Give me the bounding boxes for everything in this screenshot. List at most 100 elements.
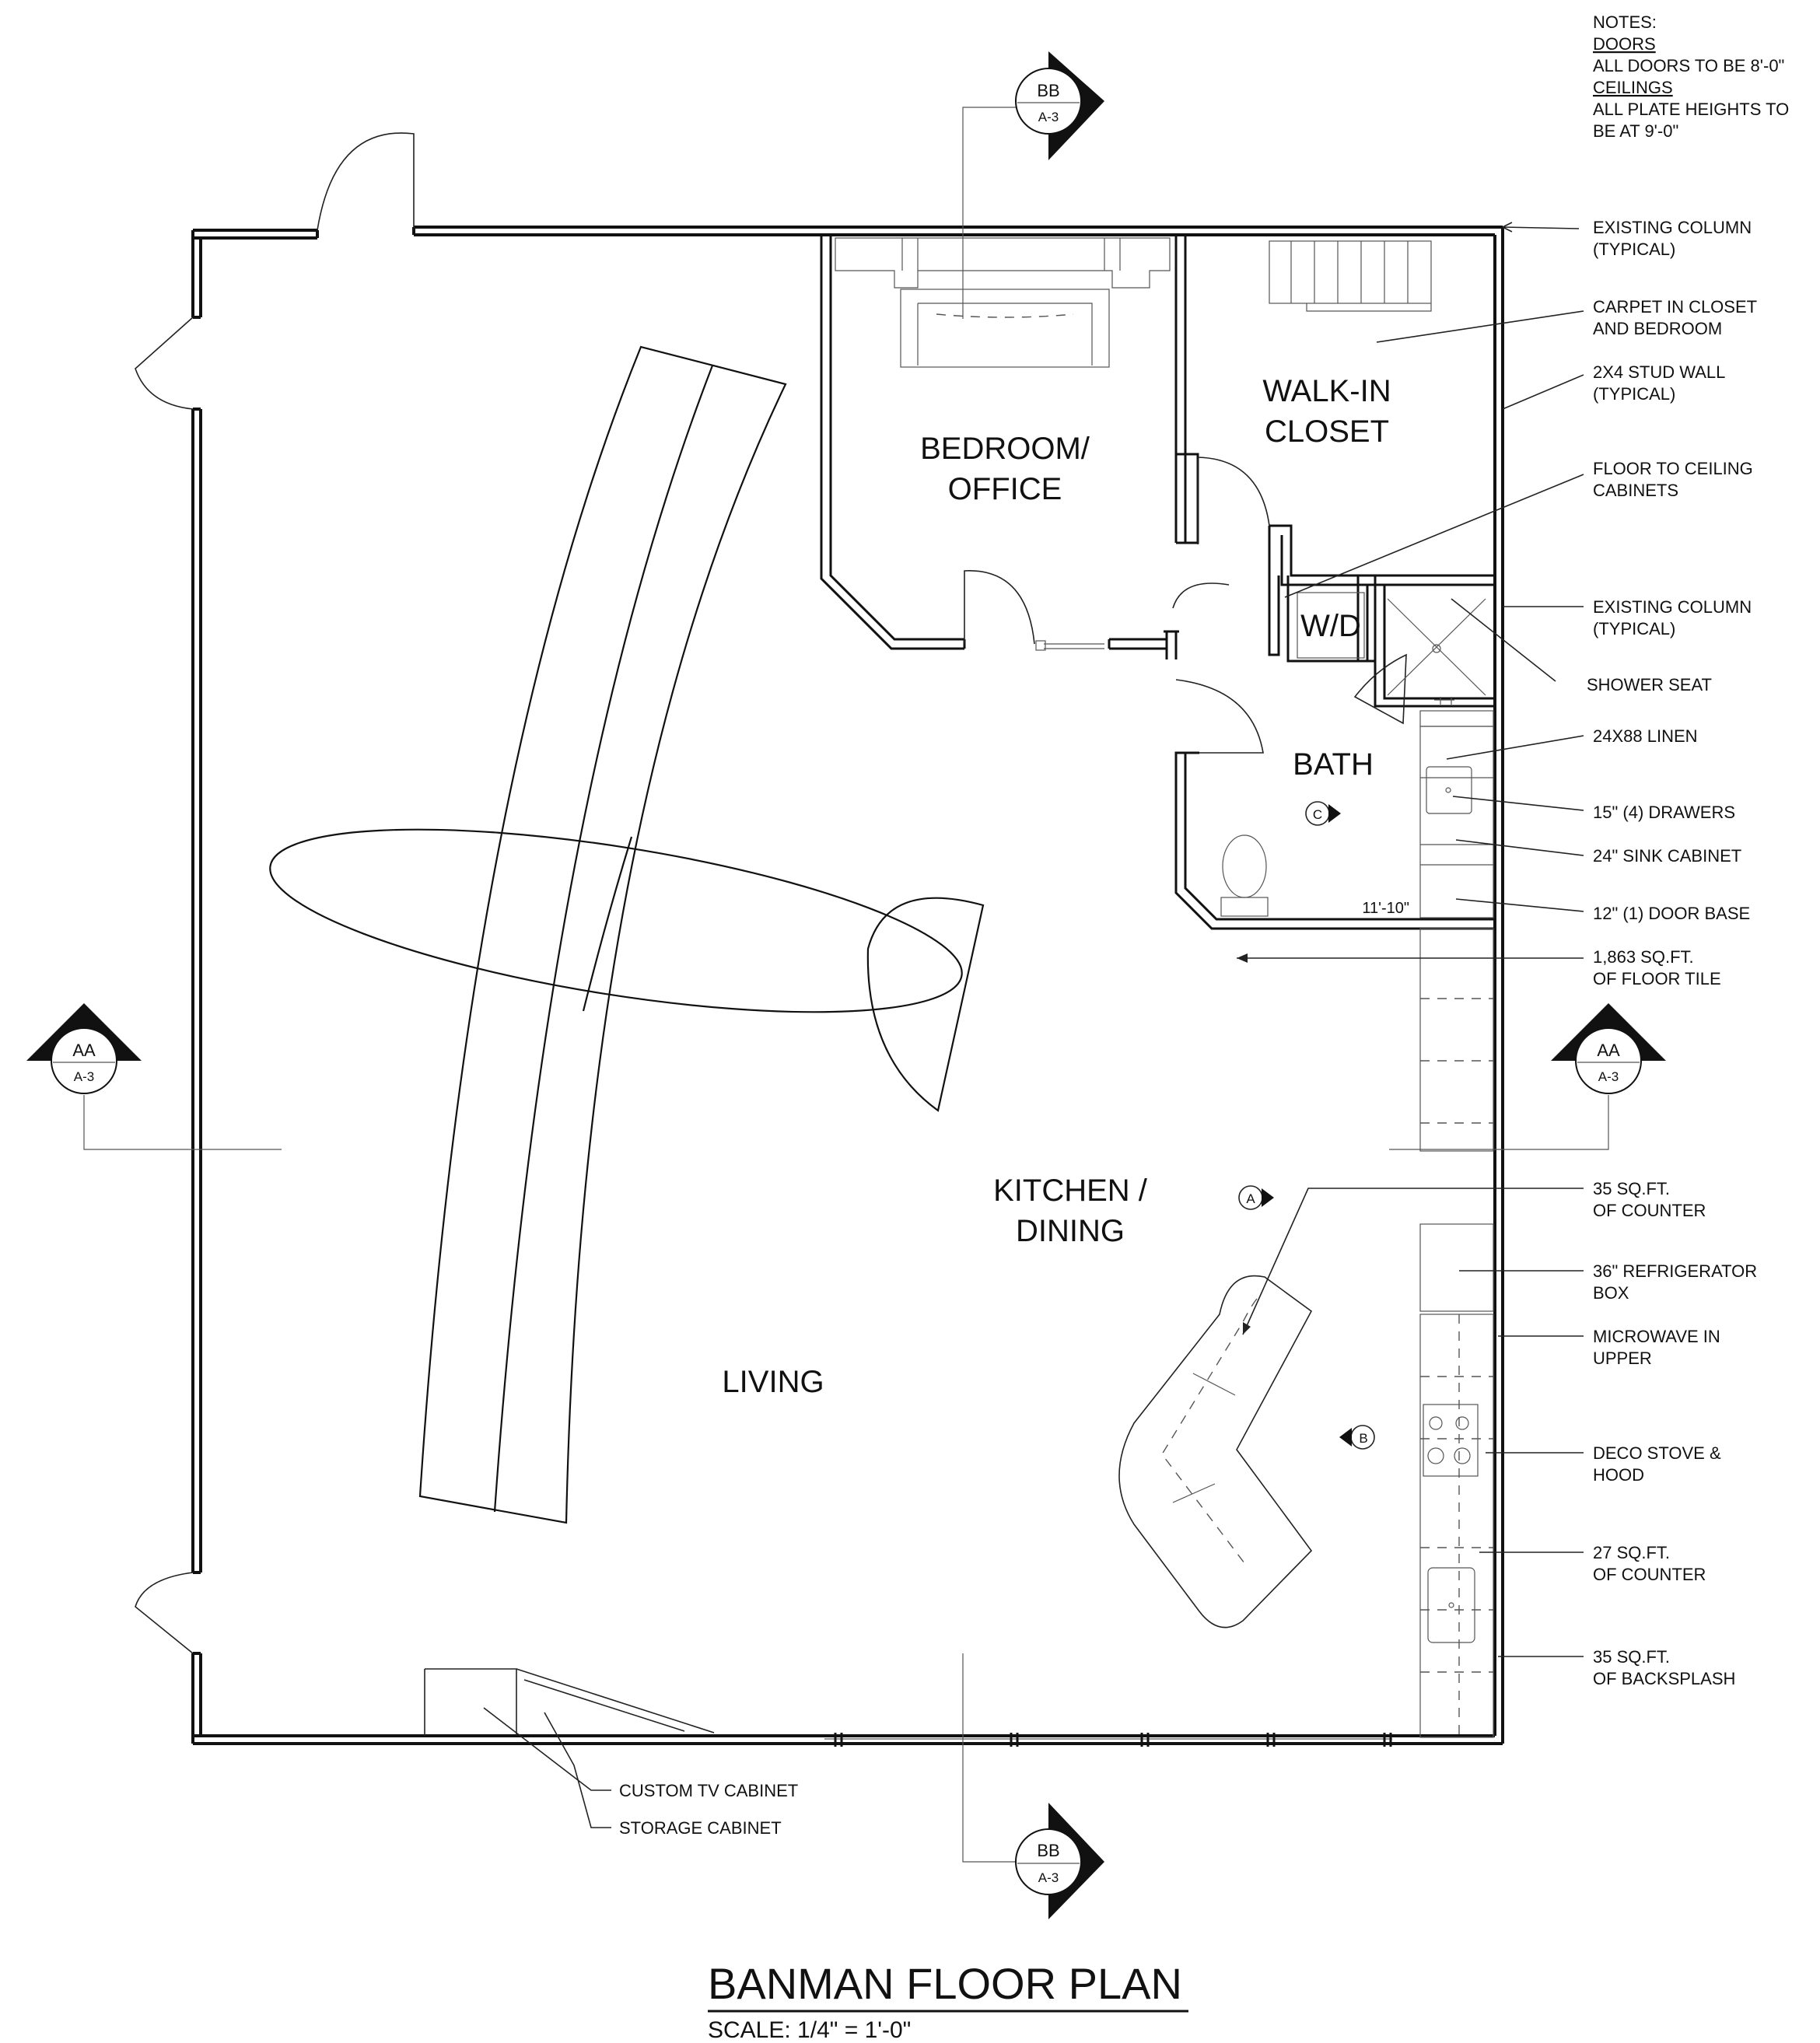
callout-leaders [1237,222,1584,1657]
airplane-fuselage [269,828,963,1013]
callout-floor-tile-line1: 1,863 SQ.FT. [1593,947,1694,967]
callout-counter-1-line1: 35 SQ.FT. [1593,1179,1670,1198]
callout-refrigerator-line2: BOX [1593,1283,1629,1303]
callout-counter-2-line2: OF COUNTER [1593,1565,1706,1584]
svg-text:A-3: A-3 [1038,110,1059,124]
kitchen-sink [1427,1567,1475,1643]
svg-text:BB: BB [1037,81,1059,100]
sink [1426,766,1472,814]
bath-fixtures: 11'-10" [1220,710,1494,918]
title-block: BANMAN FLOOR PLAN SCALE: 1/4" = 1'-0" [708,1959,1188,2043]
refrigerator-box [1419,1223,1494,1312]
bed [900,289,1110,368]
living-cabinets: CUSTOM TV CABINET STORAGE CABINET [424,1668,798,1838]
room-labels: BEDROOM/ OFFICE WALK-IN CLOSET BATH KITC… [722,374,1391,1399]
closet-label-line2: CLOSET [1265,415,1389,449]
elevation-marker-a: A [1238,1185,1274,1210]
svg-text:A-3: A-3 [1598,1069,1619,1084]
callout-floor-tile-line2: OF FLOOR TILE [1593,969,1721,988]
callout-backsplash-line1: 35 SQ.FT. [1593,1647,1670,1667]
stove [1423,1404,1479,1477]
notes-heading: NOTES: [1593,12,1657,32]
callout-existing-column-1-line1: EXISTING COLUMN [1593,218,1752,237]
callout-cabinets-line2: CABINETS [1593,481,1678,500]
section-tag-bb-bottom: BB A-3 [962,1653,1104,1919]
svg-text:A: A [1246,1191,1255,1206]
left-lower-door [135,1572,194,1654]
callout-counter-2-line1: 27 SQ.FT. [1593,1543,1670,1562]
callout-labels: EXISTING COLUMN (TYPICAL) CARPET IN CLOS… [1587,218,1757,1688]
wd-label: W/D [1300,609,1361,643]
shower [1387,598,1486,705]
callout-carpet-line1: CARPET IN CLOSET [1593,297,1757,317]
interior-doors [964,457,1407,754]
bedroom-furniture [835,237,1171,368]
elevation-marker-c: C [1305,801,1341,826]
svg-text:C: C [1313,807,1322,822]
notes-doors-text: ALL DOORS TO BE 8'-0" [1593,56,1784,75]
drawing-title: BANMAN FLOOR PLAN [708,1959,1182,2008]
living-label: LIVING [722,1365,824,1399]
svg-text:AA: AA [72,1041,96,1060]
callout-sink-cabinet: 24" SINK CABINET [1593,846,1741,866]
airplane-tail [866,897,985,1112]
notes-ceilings-heading: CEILINGS [1593,78,1673,97]
svg-text:A-3: A-3 [1038,1870,1059,1885]
notes-doors-heading: DOORS [1593,34,1656,54]
bedroom-label-line2: OFFICE [948,472,1062,506]
airplane-wing [418,345,787,1524]
callout-linen: 24X88 LINEN [1593,726,1698,746]
kitchen-counter-run [1419,928,1494,1738]
kitchen-label-line1: KITCHEN / [993,1174,1148,1208]
headboard-cabinets [835,237,1171,289]
callout-shower-seat: SHOWER SEAT [1587,675,1712,694]
tv-cabinet [424,1668,517,1736]
bath-door [1175,679,1264,754]
callout-backsplash-line2: OF BACKSPLASH [1593,1669,1735,1688]
drawing-scale: SCALE: 1/4" = 1'-0" [708,2017,911,2043]
elevation-marker-b: B [1339,1425,1375,1450]
closet-door [1197,457,1270,526]
callout-existing-column-2-line2: (TYPICAL) [1593,619,1675,638]
interior-walls [820,235,1495,930]
callout-door-base: 12" (1) DOOR BASE [1593,904,1750,923]
washer-dryer [1297,592,1365,659]
callout-stove-line1: DECO STOVE & [1593,1443,1721,1463]
callout-existing-column-2-line1: EXISTING COLUMN [1593,597,1752,617]
callout-carpet-line2: AND BEDROOM [1593,319,1722,338]
section-tag-aa-right: AA A-3 [1389,1003,1666,1150]
storage-cabinet [516,1668,715,1733]
exterior-doors [135,132,415,1654]
callout-counter-1-line2: OF COUNTER [1593,1201,1706,1220]
tv-cabinet-label: CUSTOM TV CABINET [619,1781,798,1800]
section-tag-bb-top: BB A-3 [962,51,1104,319]
laundry-door [1172,582,1230,609]
shower-door [1353,653,1407,725]
bedroom-label-line1: BEDROOM/ [920,432,1090,466]
closet-label-line1: WALK-IN [1262,374,1391,408]
svg-text:AA: AA [1597,1041,1620,1060]
left-upper-door [135,317,194,410]
callout-existing-column-1-line2: (TYPICAL) [1593,240,1675,259]
bath-label: BATH [1293,747,1374,782]
top-entry-door [317,132,415,231]
callout-stove-line2: HOOD [1593,1465,1644,1485]
section-tag-aa-left: AA A-3 [26,1003,282,1150]
toilet [1222,834,1267,898]
callout-microwave-line2: UPPER [1593,1349,1652,1368]
svg-text:B: B [1359,1431,1367,1446]
notes-ceilings-line2: BE AT 9'-0" [1593,121,1678,141]
airplane-display [269,345,985,1524]
callout-stud-wall-line2: (TYPICAL) [1593,384,1675,404]
callout-drawers: 15" (4) DRAWERS [1593,803,1735,822]
callout-cabinets-line1: FLOOR TO CEILING [1593,459,1753,478]
kitchen-label-line2: DINING [1016,1214,1125,1248]
callout-microwave-line1: MICROWAVE IN [1593,1327,1720,1346]
notes-ceilings-line1: ALL PLATE HEIGHTS TO [1593,100,1789,119]
bath-dimension: 11'-10" [1362,900,1409,917]
bedroom-door [964,570,1035,645]
svg-text:A-3: A-3 [74,1069,94,1084]
vanity-cabinets [1419,726,1494,918]
svg-text:BB: BB [1037,1841,1059,1860]
